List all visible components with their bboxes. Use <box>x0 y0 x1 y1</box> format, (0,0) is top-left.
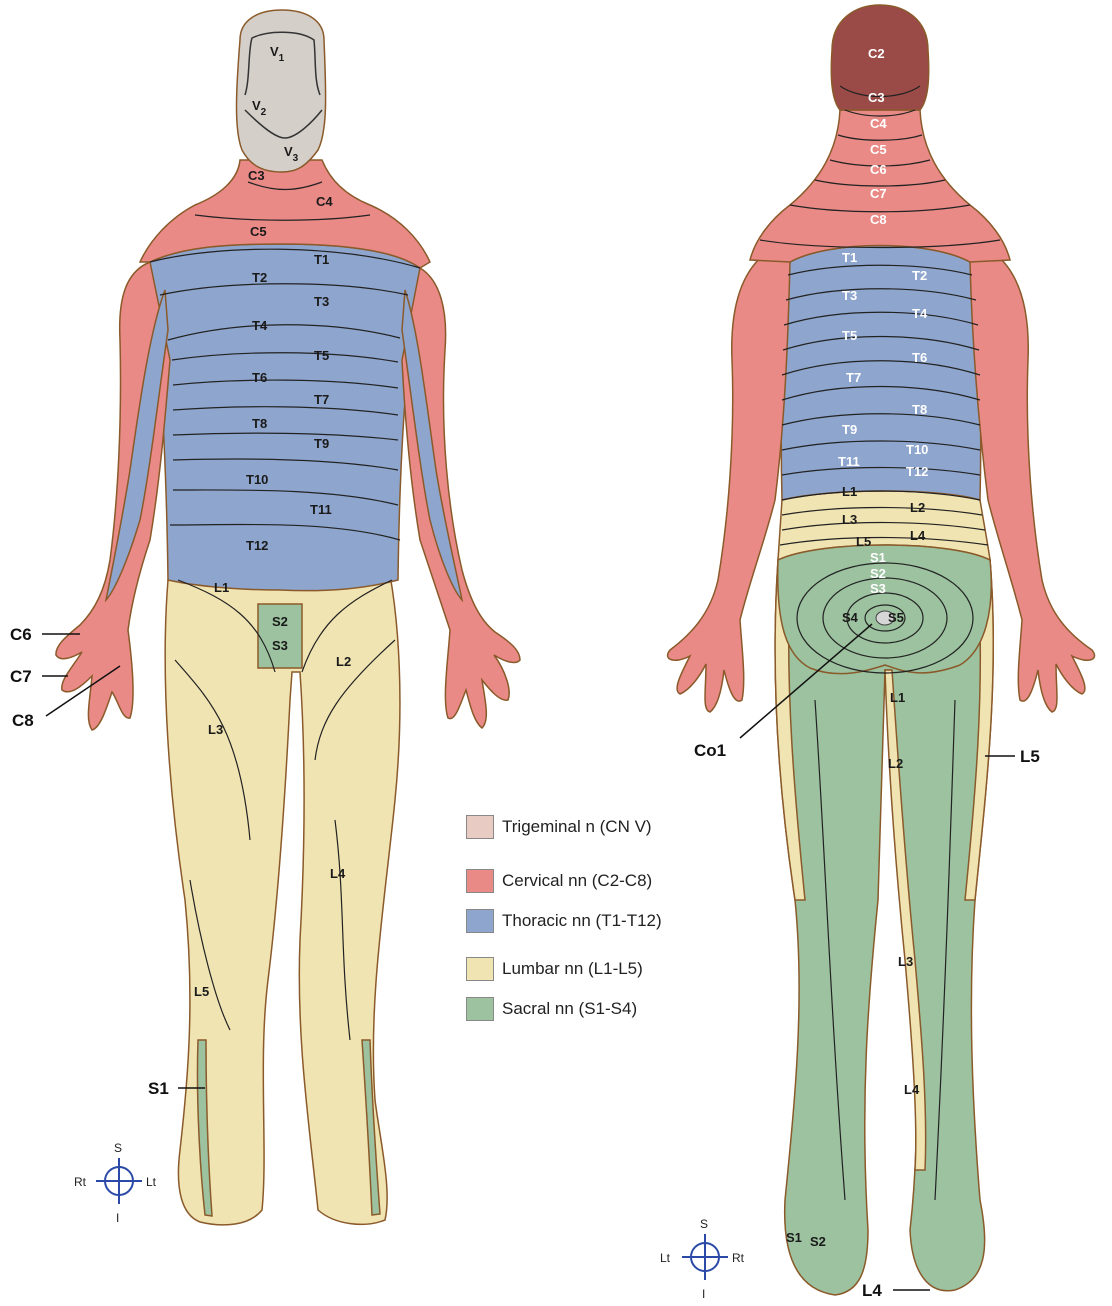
posterior-label-t5: T5 <box>842 328 857 343</box>
anterior-label-c5: C5 <box>250 224 267 239</box>
anterior-compass-inferior: I <box>116 1211 119 1225</box>
posterior-label-leg-s2: S2 <box>810 1234 826 1249</box>
posterior-label-t10: T10 <box>906 442 928 457</box>
anterior-compass-superior: S <box>114 1141 122 1155</box>
anterior-compass-right: Lt <box>146 1175 157 1189</box>
posterior-label-c5: C5 <box>870 142 887 157</box>
anterior-label-c3: C3 <box>248 168 265 183</box>
posterior-label-t11: T11 <box>838 454 860 469</box>
legend-swatch-lumbar <box>466 957 494 981</box>
posterior-label-s3: S3 <box>870 581 886 596</box>
anterior-label-t5: T5 <box>314 348 329 363</box>
anterior-label-t4: T4 <box>252 318 268 333</box>
posterior-label-s2: S2 <box>870 566 886 581</box>
anterior-label-l1: L1 <box>214 580 229 595</box>
anterior-label-t9: T9 <box>314 436 329 451</box>
legend-label-lumbar: Lumbar nn (L1-L5) <box>502 959 643 979</box>
posterior-compass-left: Lt <box>660 1251 671 1265</box>
posterior-label-c2: C2 <box>868 46 885 61</box>
anterior-head <box>237 10 326 172</box>
posterior-compass: S I Lt Rt <box>660 1217 745 1301</box>
posterior-label-leg-l2: L2 <box>888 756 903 771</box>
posterior-leg-region <box>775 560 993 1295</box>
posterior-label-l2: L2 <box>910 500 925 515</box>
anterior-label-c4: C4 <box>316 194 333 209</box>
posterior-label-s1: S1 <box>870 550 886 565</box>
callout-c7: C7 <box>10 667 32 686</box>
posterior-compass-right: Rt <box>732 1251 745 1265</box>
posterior-label-t12: T12 <box>906 464 928 479</box>
callout-c6: C6 <box>10 625 32 644</box>
posterior-back-thoracic <box>781 246 980 501</box>
posterior-arm-right <box>668 250 790 712</box>
anterior-label-t10: T10 <box>246 472 268 487</box>
anterior-label-t8: T8 <box>252 416 267 431</box>
anterior-figure <box>56 10 520 1225</box>
posterior-label-c6: C6 <box>870 162 887 177</box>
anterior-label-s2: S2 <box>272 614 288 629</box>
legend-swatch-sacral <box>466 997 494 1021</box>
anterior-compass: S I Rt Lt <box>74 1141 157 1225</box>
anterior-label-s3: S3 <box>272 638 288 653</box>
posterior-label-l4: L4 <box>910 528 926 543</box>
anterior-label-l2: L2 <box>336 654 351 669</box>
anterior-label-t3: T3 <box>314 294 329 309</box>
legend-swatch-thoracic <box>466 909 494 933</box>
posterior-compass-superior: S <box>700 1217 708 1231</box>
posterior-label-c8: C8 <box>870 212 887 227</box>
anterior-label-l4: L4 <box>330 866 346 881</box>
anterior-compass-left: Rt <box>74 1175 87 1189</box>
legend-swatch-cervical <box>466 869 494 893</box>
anterior-label-t11: T11 <box>310 502 332 517</box>
posterior-label-c4: C4 <box>870 116 887 131</box>
anterior-torso-thoracic <box>150 244 420 591</box>
posterior-label-c7: C7 <box>870 186 887 201</box>
legend-label-cervical: Cervical nn (C2-C8) <box>502 871 652 891</box>
posterior-label-leg-l1: L1 <box>890 690 905 705</box>
posterior-label-s4: S4 <box>842 610 859 625</box>
posterior-label-t8: T8 <box>912 402 927 417</box>
posterior-label-t7: T7 <box>846 370 861 385</box>
anterior-label-t6: T6 <box>252 370 267 385</box>
callout-co1: Co1 <box>694 741 726 760</box>
callout-l5: L5 <box>1020 747 1040 766</box>
posterior-label-s5: S5 <box>888 610 904 625</box>
callout-l4: L4 <box>862 1281 882 1300</box>
legend-label-thoracic: Thoracic nn (T1-T12) <box>502 911 662 931</box>
posterior-label-leg-l4: L4 <box>904 1082 920 1097</box>
anterior-label-t2: T2 <box>252 270 267 285</box>
callout-s1: S1 <box>148 1079 169 1098</box>
anterior-label-l5: L5 <box>194 984 209 999</box>
posterior-label-t2: T2 <box>912 268 927 283</box>
posterior-label-l3: L3 <box>842 512 857 527</box>
anterior-label-t7: T7 <box>314 392 329 407</box>
posterior-label-l5: L5 <box>856 534 871 549</box>
legend-swatch-trigeminal <box>466 815 494 839</box>
posterior-label-t9: T9 <box>842 422 857 437</box>
anterior-arm-left <box>402 268 520 728</box>
posterior-label-c3: C3 <box>868 90 885 105</box>
posterior-compass-inferior: I <box>702 1287 705 1301</box>
anterior-label-t1: T1 <box>314 252 329 267</box>
posterior-label-leg-s1: S1 <box>786 1230 802 1245</box>
legend-label-trigeminal: Trigeminal n (CN V) <box>502 817 652 837</box>
callout-c8: C8 <box>12 711 34 730</box>
posterior-label-t1: T1 <box>842 250 857 265</box>
posterior-label-t4: T4 <box>912 306 928 321</box>
anterior-label-t12: T12 <box>246 538 268 553</box>
posterior-label-leg-l3: L3 <box>898 954 913 969</box>
posterior-label-t6: T6 <box>912 350 927 365</box>
posterior-label-t3: T3 <box>842 288 857 303</box>
anterior-label-l3: L3 <box>208 722 223 737</box>
legend-label-sacral: Sacral nn (S1-S4) <box>502 999 637 1019</box>
posterior-label-l1: L1 <box>842 484 857 499</box>
